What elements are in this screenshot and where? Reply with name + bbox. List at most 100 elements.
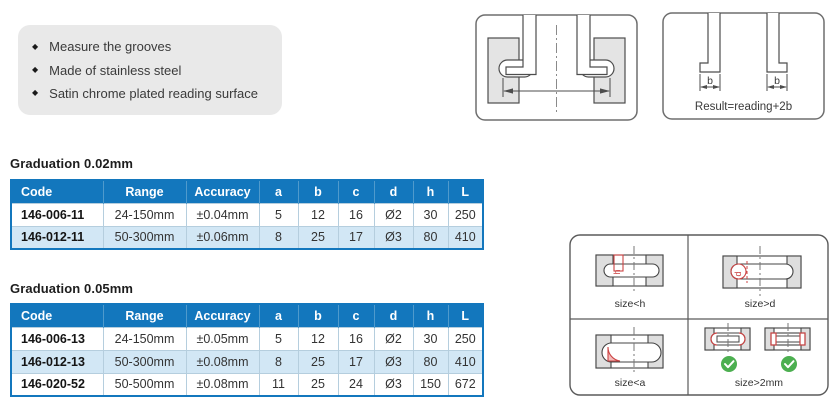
col-header-range: Range [102, 180, 186, 203]
a-corner-annotation [607, 346, 621, 362]
col-header-b: b [297, 180, 338, 203]
col-header-l: L [447, 180, 483, 203]
quadrant-label: size<a [615, 377, 646, 389]
value-cell: 30 [412, 202, 448, 226]
value-cell: 50-300mm [102, 225, 186, 249]
col-header-d: d [373, 180, 413, 203]
col-header-c: c [337, 304, 374, 327]
value-cell: 80 [412, 225, 448, 249]
value-cell: 24-150mm [102, 202, 186, 226]
feature-box: ◆ Measure the grooves ◆ Made of stainles… [18, 25, 282, 115]
value-cell: Ø3 [373, 349, 413, 373]
section-title: Graduation 0.05mm [10, 281, 134, 296]
value-cell: 17 [337, 349, 374, 373]
feature-text: Satin chrome plated reading surface [49, 85, 259, 101]
code-cell: 146-020-52 [11, 372, 103, 396]
feature-item: ◆ Measure the grooves [32, 39, 268, 54]
value-cell: 25 [297, 349, 338, 373]
value-cell: 672 [447, 372, 483, 396]
value-cell: 8 [258, 225, 298, 249]
code-cell: 146-012-11 [11, 225, 103, 249]
value-cell: 25 [297, 372, 338, 396]
diamond-bullet-icon: ◆ [32, 65, 39, 74]
col-header-a: a [258, 304, 298, 327]
check-icon [781, 356, 797, 372]
jaw-detail-diagram: b b Result=reading+2b [662, 12, 825, 120]
value-cell: Ø2 [373, 202, 413, 226]
value-cell: 12 [297, 202, 338, 226]
value-cell: Ø2 [373, 326, 413, 350]
value-cell: 24 [337, 372, 374, 396]
value-cell: 11 [258, 372, 298, 396]
value-cell: 17 [337, 225, 374, 249]
usage-guide-grid: h size<h d size>d size<a [569, 234, 829, 396]
quadrant-size-gt-d: d size>d [722, 246, 802, 310]
value-cell: 8 [258, 349, 298, 373]
quadrant-size-lt-h: h size<h [595, 246, 664, 310]
check-icon [721, 356, 737, 372]
value-cell: Ø3 [373, 372, 413, 396]
col-header-range: Range [102, 304, 186, 327]
value-cell: 410 [447, 349, 483, 373]
code-cell: 146-006-11 [11, 202, 103, 226]
value-cell: 150 [412, 372, 448, 396]
quadrant-label: size<h [615, 298, 646, 310]
col-header-h: h [412, 304, 448, 327]
value-cell: 50-500mm [102, 372, 186, 396]
diamond-bullet-icon: ◆ [32, 41, 39, 51]
col-header-h: h [412, 180, 448, 203]
value-cell: 16 [337, 202, 374, 226]
col-header-d: d [373, 304, 413, 327]
col-header-code: Code [11, 180, 103, 203]
col-header-code: Code [11, 304, 103, 327]
quadrant-label: size>d [745, 298, 776, 310]
value-cell: 5 [258, 326, 298, 350]
quadrant-size-lt-a: size<a [595, 327, 664, 389]
b-dimension-label: b [774, 75, 780, 87]
value-cell: 30 [412, 326, 448, 350]
code-cell: 146-006-13 [11, 326, 103, 350]
right-jaw [766, 13, 788, 73]
quadrant-label: size>2mm [735, 377, 783, 389]
h-annotation: h [612, 269, 622, 274]
feature-text: Made of stainless steel [49, 62, 182, 78]
value-cell: 80 [412, 349, 448, 373]
col-header-accuracy: Accuracy [185, 180, 259, 203]
col-header-l: L [447, 304, 483, 327]
value-cell: ±0.08mm [185, 349, 259, 373]
value-cell: ±0.04mm [185, 202, 259, 226]
right-jaw [576, 15, 608, 76]
value-cell: 12 [297, 326, 338, 350]
col-header-b: b [297, 304, 338, 327]
d-annotation-box [730, 263, 747, 280]
feature-text: Measure the grooves [49, 39, 172, 55]
value-cell: 410 [447, 225, 483, 249]
value-cell: 5 [258, 202, 298, 226]
value-cell: 50-300mm [102, 349, 186, 373]
value-cell: ±0.06mm [185, 225, 259, 249]
code-cell: 146-012-13 [11, 349, 103, 373]
left-jaw [505, 15, 537, 76]
feature-item: ◆ Made of stainless steel [32, 63, 268, 78]
col-header-c: c [337, 180, 374, 203]
section-title: Graduation 0.02mm [10, 156, 134, 171]
col-header-a: a [258, 180, 298, 203]
feature-item: ◆ Satin chrome plated reading surface [32, 86, 268, 101]
diamond-bullet-icon: ◆ [32, 88, 39, 98]
quadrant-size-gt-2mm: size>2mm [704, 323, 811, 389]
col-header-accuracy: Accuracy [185, 304, 259, 327]
value-cell: ±0.08mm [185, 372, 259, 396]
value-cell: 24-150mm [102, 326, 186, 350]
result-formula: Result=reading+2b [695, 101, 792, 113]
left-jaw [699, 13, 721, 73]
value-cell: Ø3 [373, 225, 413, 249]
value-cell: ±0.05mm [185, 326, 259, 350]
